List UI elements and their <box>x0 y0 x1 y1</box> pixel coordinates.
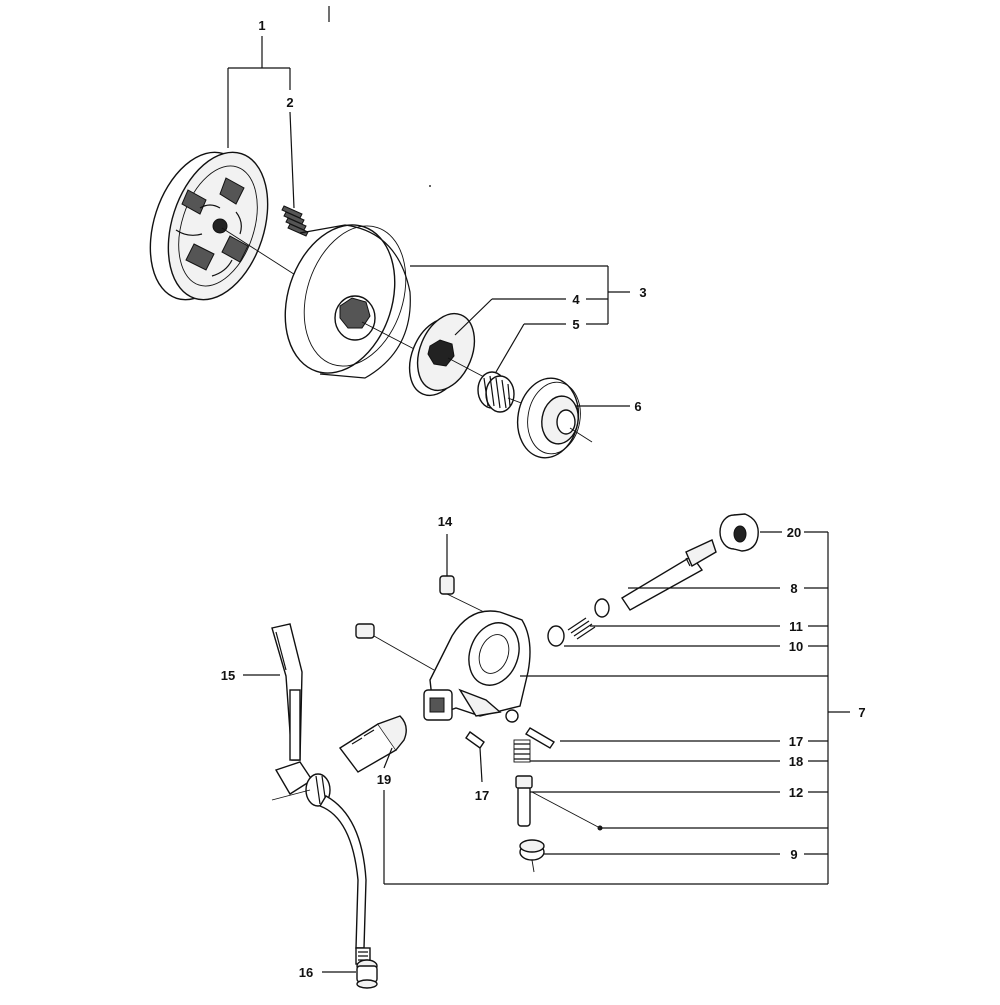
callout-5: 5 <box>572 317 579 332</box>
part-worm-shaft <box>621 539 717 611</box>
lower-leader-lines <box>243 531 850 973</box>
oil-pump-assembly <box>271 513 759 989</box>
part-clutch-spring <box>281 205 309 237</box>
callout-labels: 1 2 3 4 5 6 14 20 8 11 10 15 7 17 18 12 … <box>221 18 866 980</box>
part-oil-hose <box>271 623 367 949</box>
part-connector-19 <box>338 715 407 773</box>
callout-19: 19 <box>377 772 391 787</box>
callout-18: 18 <box>789 754 803 769</box>
part-strainer-16 <box>355 947 378 989</box>
part-spring-11 <box>567 617 596 640</box>
callout-8: 8 <box>790 581 797 596</box>
callout-6: 6 <box>634 399 641 414</box>
callout-2: 2 <box>286 95 293 110</box>
callout-9: 9 <box>790 847 797 862</box>
callout-20: 20 <box>787 525 801 540</box>
callout-11: 11 <box>789 619 803 634</box>
part-screw-14 <box>439 575 485 613</box>
clutch-assembly <box>149 151 593 459</box>
part-washer <box>516 377 593 459</box>
part-washer-small <box>594 598 610 618</box>
callout-14: 14 <box>438 514 453 529</box>
part-screw-left <box>355 623 435 671</box>
part-clutch-drum <box>284 224 421 379</box>
part-pump-housing <box>423 610 531 723</box>
callout-17-right: 17 <box>789 734 803 749</box>
callout-16: 16 <box>299 965 313 980</box>
part-clutch-shoes <box>149 151 301 301</box>
upper-leader-lines <box>227 36 630 407</box>
part-rim-sprocket <box>408 312 487 397</box>
callout-15: 15 <box>221 668 235 683</box>
callout-1: 1 <box>258 18 265 33</box>
callout-7: 7 <box>858 705 865 720</box>
part-needle-bearing <box>477 371 541 413</box>
stray-dot <box>429 185 431 187</box>
part-pin-17 <box>465 727 555 749</box>
part-plug-9 <box>519 839 545 873</box>
callout-12: 12 <box>789 785 803 800</box>
callout-4: 4 <box>572 292 580 307</box>
part-bushing <box>719 513 759 552</box>
callout-3: 3 <box>639 285 646 300</box>
part-o-ring <box>547 625 565 647</box>
callout-10: 10 <box>789 639 803 654</box>
part-spring-18 <box>513 739 531 763</box>
part-plunger-12 <box>515 775 603 831</box>
callout-17-lower: 17 <box>475 788 489 803</box>
